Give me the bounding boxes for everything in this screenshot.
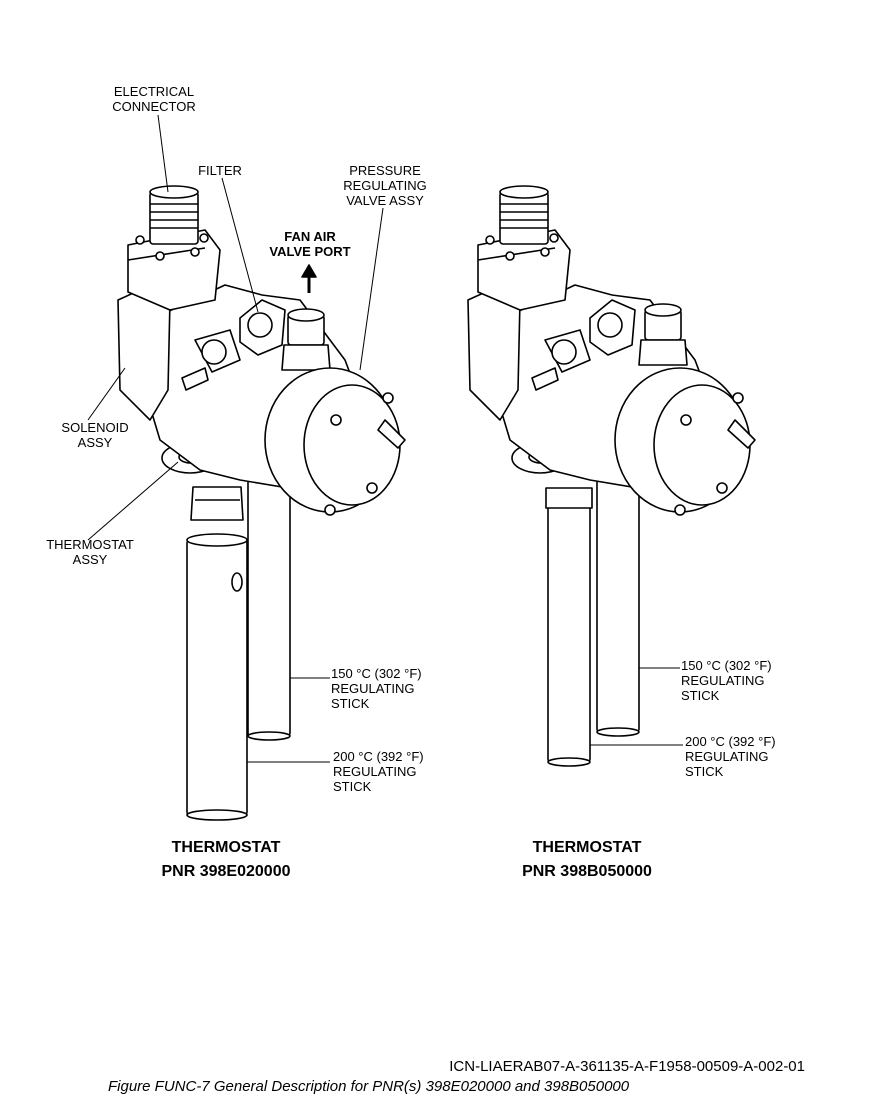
left-electrical-connector bbox=[149, 191, 199, 245]
label-solenoid-assy: SOLENOID ASSY bbox=[61, 420, 129, 450]
label-filter: FILTER bbox=[198, 163, 242, 178]
left-thermostat-drawing bbox=[87, 114, 406, 821]
right-stick-200 bbox=[547, 499, 591, 763]
label-right-stick-150: 150 °C (302 °F) REGULATING STICK bbox=[681, 658, 772, 703]
right-thermostat-drawing bbox=[467, 185, 756, 767]
right-title: THERMOSTAT bbox=[532, 839, 642, 856]
left-title: THERMOSTAT bbox=[171, 839, 281, 856]
left-stick-150 bbox=[247, 469, 291, 737]
label-left-stick-150: 150 °C (302 °F) REGULATING STICK bbox=[331, 666, 422, 711]
label-electrical-connector: ELECTRICAL CONNECTOR bbox=[112, 84, 196, 114]
label-fan-air-valve-port: FAN AIR VALVE PORT bbox=[269, 229, 351, 259]
label-pressure-regulating-valve: PRESSURE REGULATING VALVE ASSY bbox=[343, 163, 427, 208]
right-stick-150 bbox=[596, 469, 640, 733]
figure-caption: Figure FUNC-7 General Description for PN… bbox=[108, 1078, 630, 1095]
left-pnr: PNR 398E020000 bbox=[161, 863, 291, 880]
label-thermostat-assy: THERMOSTAT ASSY bbox=[46, 537, 134, 567]
right-pnr: PNR 398B050000 bbox=[522, 863, 652, 880]
icn-code: ICN-LIAERAB07-A-361135-A-F1958-00509-A-0… bbox=[449, 1058, 805, 1075]
right-electrical-connector bbox=[499, 191, 549, 245]
label-right-stick-200: 200 °C (392 °F) REGULATING STICK bbox=[685, 734, 776, 779]
label-left-stick-200: 200 °C (392 °F) REGULATING STICK bbox=[333, 749, 424, 794]
